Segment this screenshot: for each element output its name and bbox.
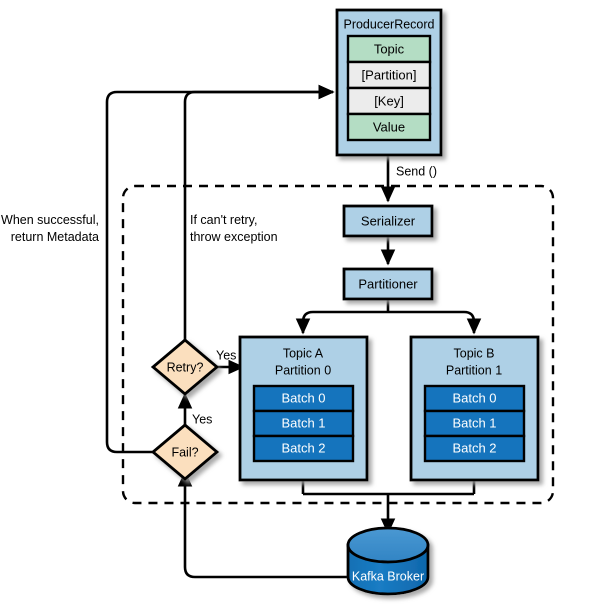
producer-record-title: ProducerRecord (343, 17, 434, 31)
kafka-broker-label: Kafka Broker (352, 569, 424, 583)
fail-label: Fail? (171, 445, 198, 459)
edge-partitioner-to-topic-a (295, 310, 388, 335)
topic-a-batch-1-label: Batch 1 (281, 415, 325, 430)
topic-a-batch-2-box (252, 434, 355, 463)
producer-record-field-key: [Key] (374, 93, 404, 108)
topic-b-name: Topic B (454, 346, 495, 360)
edge-broker-to-fail (177, 470, 348, 579)
serializer-label: Serializer (361, 213, 416, 228)
edge-label-fail-yes: Yes (192, 412, 212, 426)
partitioner-box (342, 267, 434, 301)
topic-b-batch-2-box (423, 434, 526, 463)
producer-record-node: ProducerRecord Topic [Partition] [Key] V… (335, 8, 443, 157)
topic-b-batch-0-label: Batch 0 (452, 390, 496, 405)
kafka-broker-node: Kafka Broker (346, 526, 430, 596)
producer-record-field-topic: Topic (374, 41, 405, 56)
annotation-exception-line1: If can't retry, (190, 213, 257, 227)
annotation-success-line1: When successful, (1, 213, 99, 227)
serializer-box (342, 204, 434, 238)
fail-diamond (150, 423, 220, 481)
annotation-exception: If can't retry, throw exception (190, 213, 278, 244)
edge-label-send: Send () (396, 164, 437, 178)
retry-diamond (150, 338, 220, 396)
edge-fail-to-producer-record (105, 84, 335, 454)
topic-a-batch-2-label: Batch 2 (281, 440, 325, 455)
topic-b-partition: Partition 1 (446, 363, 502, 377)
edge-label-retry-yes: Yes (216, 348, 236, 362)
retry-label: Retry? (167, 360, 204, 374)
producer-record-field-partition: [Partition] (362, 67, 417, 82)
producer-record-field-partition-bg (346, 60, 432, 90)
annotation-success-line2: return Metadata (11, 230, 99, 244)
producer-record-field-key-bg (346, 86, 432, 116)
producer-record-field-value: Value (373, 119, 405, 134)
retry-decision-node: Retry? (150, 338, 220, 396)
producer-record-field-topic-bg (346, 34, 432, 64)
kafka-broker-top (346, 526, 430, 564)
topic-a-batch-0-box (252, 384, 355, 413)
fail-decision-node: Fail? (150, 423, 220, 481)
topic-b-node: Topic B Partition 1 Batch 0 Batch 1 Batc… (409, 335, 540, 482)
topic-a-batch-1-box (252, 409, 355, 438)
topic-a-batch-0-label: Batch 0 (281, 390, 325, 405)
topic-b-batch-1-box (423, 409, 526, 438)
topic-a-node: Topic A Partition 0 Batch 0 Batch 1 Batc… (238, 335, 369, 482)
topic-a-name: Topic A (283, 346, 324, 360)
producer-record-field-value-bg (346, 112, 432, 142)
annotation-exception-line2: throw exception (190, 230, 278, 244)
topic-b-batch-1-label: Batch 1 (452, 415, 496, 430)
partitioner-label: Partitioner (358, 276, 418, 291)
edge-partitioner-to-topic-b (388, 310, 482, 335)
topic-a-partition: Partition 0 (275, 363, 331, 377)
annotation-success: When successful, return Metadata (1, 213, 99, 244)
topic-b-batch-2-label: Batch 2 (452, 440, 496, 455)
topic-b-batch-0-box (423, 384, 526, 413)
partitioner-node: Partitioner (342, 267, 434, 301)
serializer-node: Serializer (342, 204, 434, 238)
